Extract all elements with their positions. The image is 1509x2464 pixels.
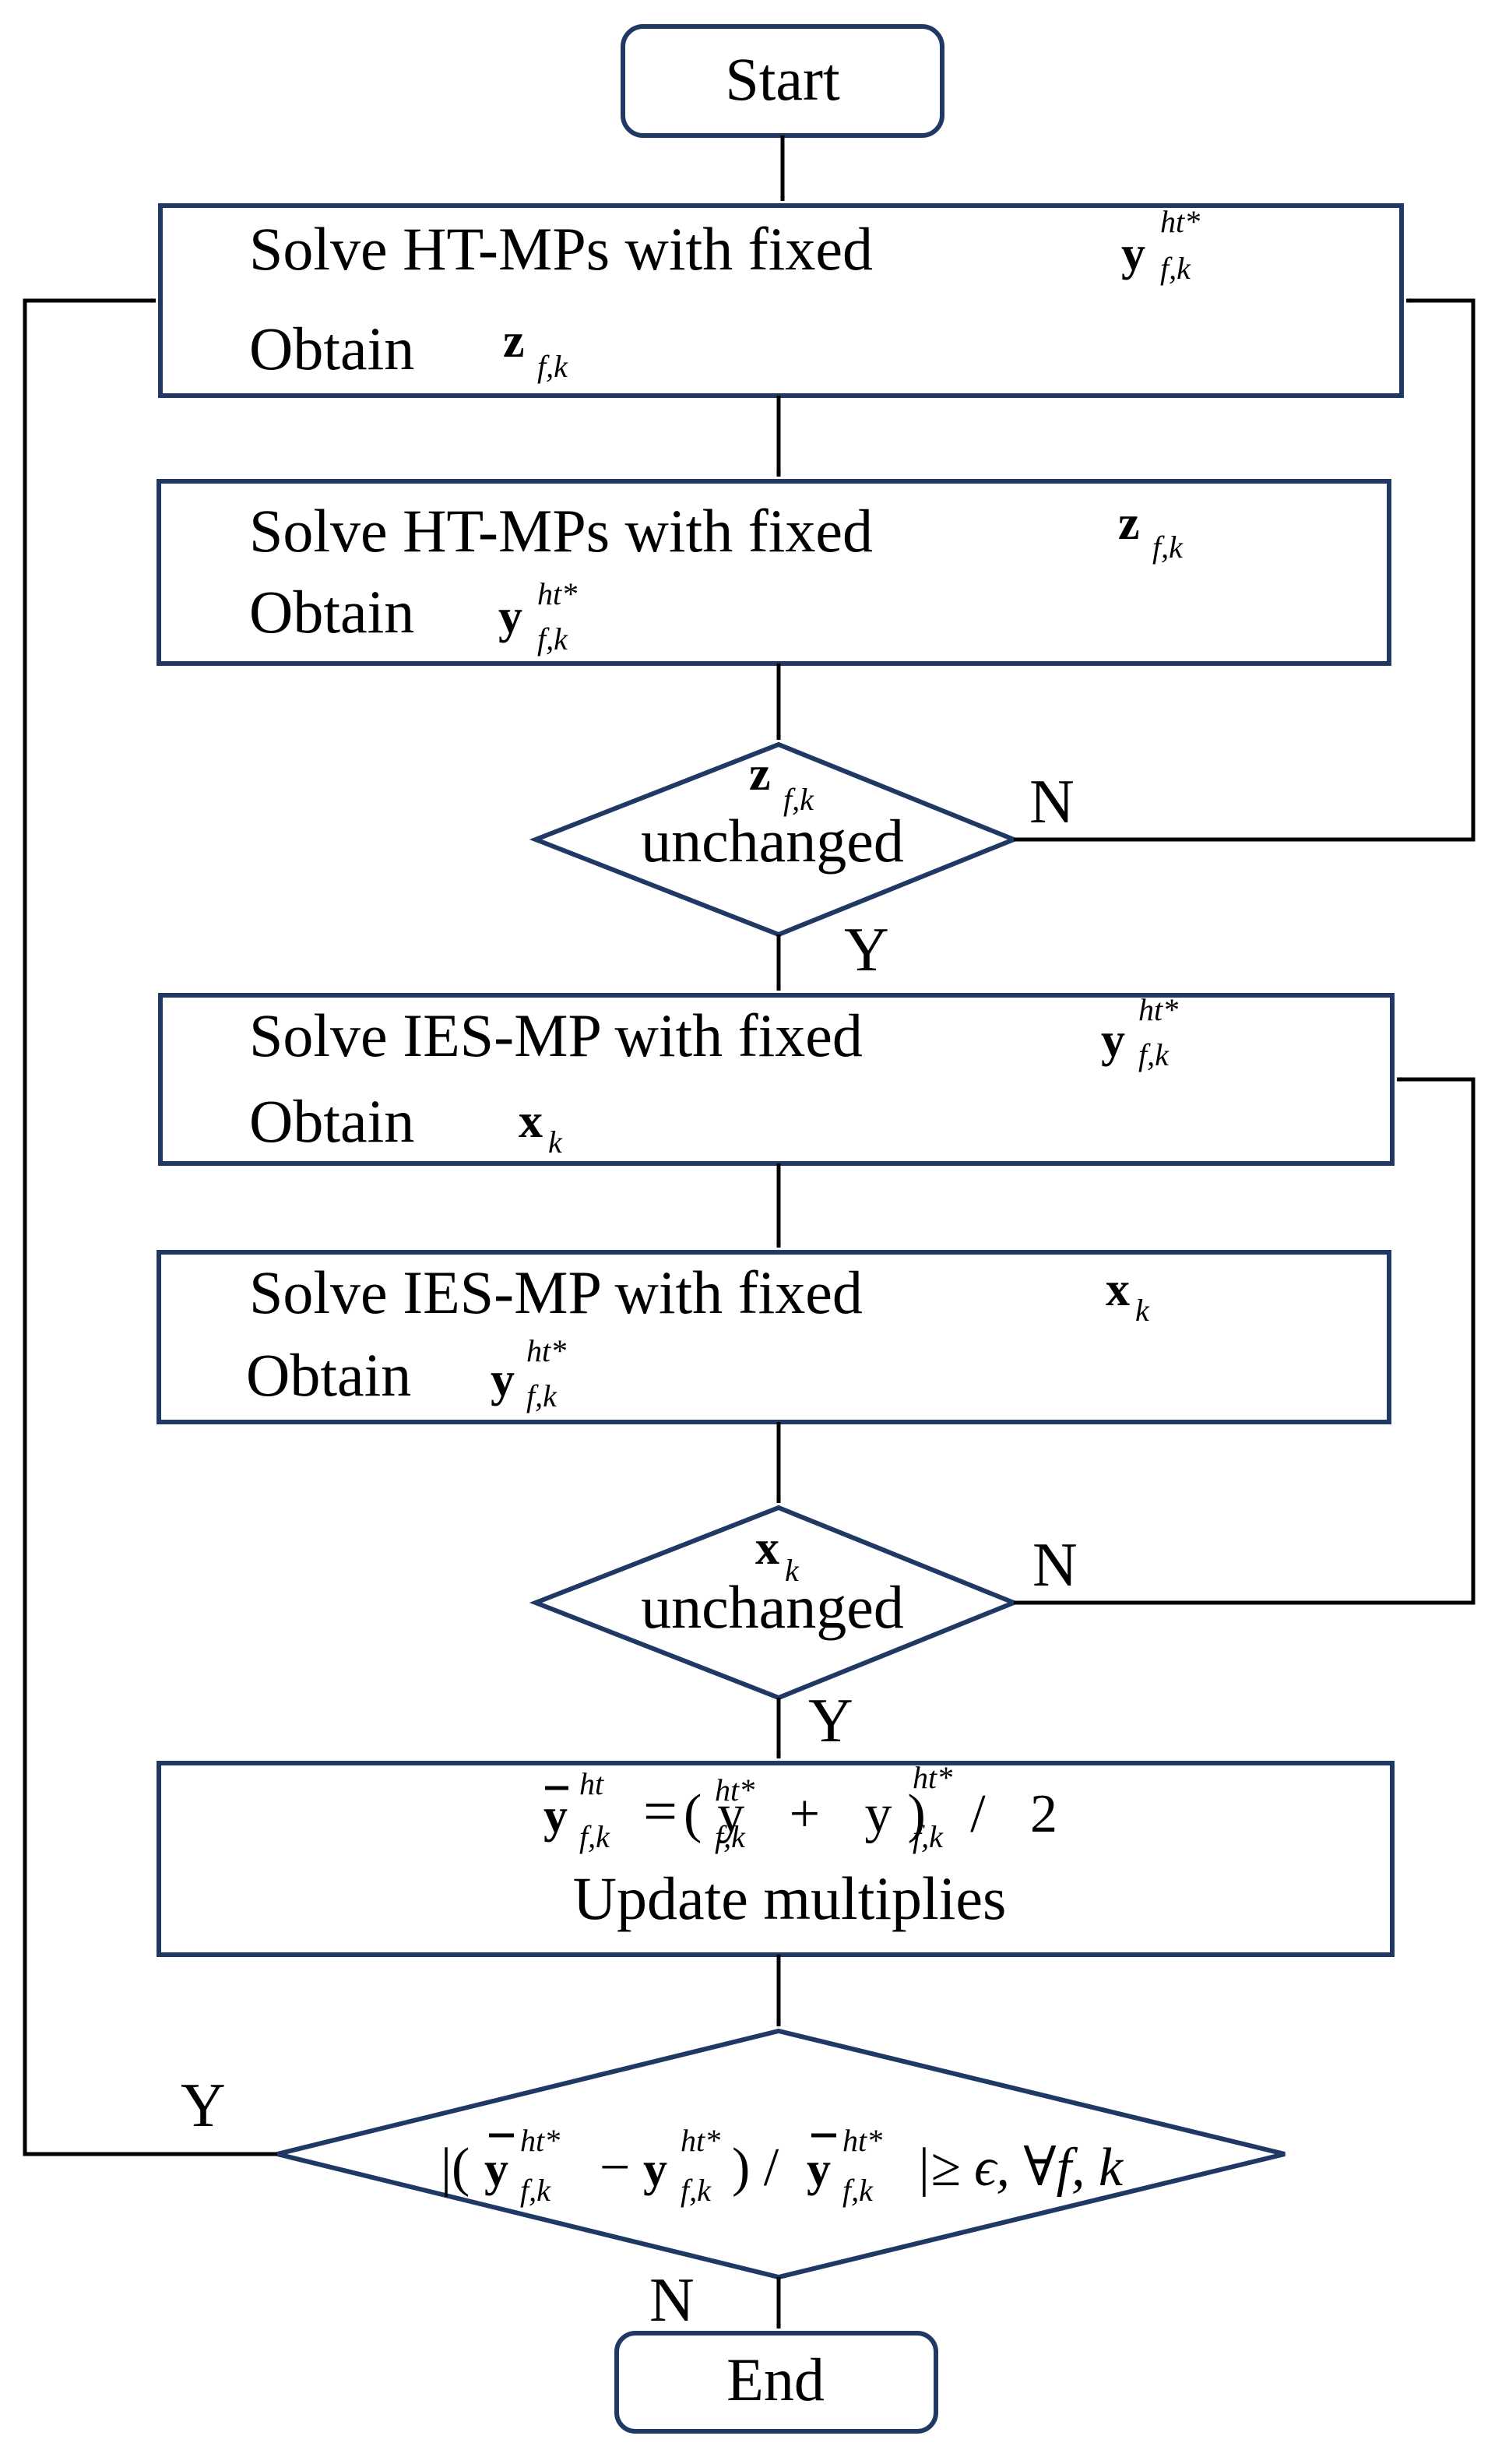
svg-text:=: =: [643, 1777, 677, 1845]
ies-check-no-label: N: [1032, 1531, 1078, 1600]
ies-solve-2-line1: Solve IES-MP with fixed: [249, 1258, 863, 1326]
end-terminal: [614, 2331, 938, 2434]
svg-text:x: x: [1106, 1263, 1130, 1316]
svg-text:f,k: f,k: [913, 1819, 944, 1854]
svg-text:ht*: ht*: [715, 1772, 754, 1808]
ies-check-no-loop: [1014, 1077, 1476, 1605]
svg-text:f,k: f,k: [783, 782, 814, 817]
svg-text:y: y: [543, 1790, 568, 1843]
svg-text:y: y: [498, 590, 522, 643]
svg-text:ht*: ht*: [1160, 204, 1200, 239]
svg-text:f,k: f,k: [1152, 530, 1184, 565]
ht-solve-2-line1: Solve HT-MPs with fixed: [249, 497, 873, 565]
ies-check-var-x: x k: [755, 1522, 800, 1588]
svg-text:ht*: ht*: [537, 576, 577, 611]
ht-check-no-loop: [1014, 298, 1476, 842]
svg-text:ht*: ht*: [526, 1333, 566, 1368]
svg-text:ht*: ht*: [520, 2123, 560, 2158]
svg-text:k: k: [548, 1125, 563, 1160]
start-label: Start: [725, 45, 840, 113]
svg-text:y: y: [1121, 227, 1145, 280]
svg-text:f,k: f,k: [520, 2173, 551, 2208]
ht-solve-2-box: [157, 479, 1391, 666]
ht-check-var-z: z f,k: [749, 748, 814, 817]
svg-text:f,k: f,k: [715, 1819, 746, 1854]
svg-text:z: z: [503, 315, 525, 368]
ht-solve-1-var-z: z f,k: [503, 315, 568, 384]
svg-text:f,k: f,k: [526, 1378, 558, 1413]
ht-solve-2-line2: Obtain: [249, 578, 414, 646]
end-label: End: [726, 2346, 825, 2413]
svg-text:f,k: f,k: [537, 621, 568, 656]
svg-text:ht*: ht*: [913, 1760, 952, 1795]
ht-solve-1-box: [158, 203, 1404, 398]
svg-text:−: −: [600, 2138, 630, 2198]
svg-text:f,k: f,k: [842, 2173, 874, 2208]
svg-text:ht*: ht*: [681, 2123, 720, 2158]
svg-text:y: y: [807, 2143, 831, 2196]
svg-text:y: y: [491, 1353, 515, 1406]
svg-text:f,k: f,k: [537, 349, 568, 384]
svg-text:|≥ ϵ, ∀f, k: |≥ ϵ, ∀f, k: [916, 2138, 1124, 2198]
ies-solve-2-box: [157, 1250, 1391, 1424]
converge-check-no-label: N: [649, 2266, 695, 2335]
svg-text:f,k: f,k: [1160, 251, 1191, 286]
ies-solve-1-var-x: x k: [519, 1095, 563, 1160]
ies-check-yes-label: Y: [808, 1687, 853, 1755]
svg-text:) /: ) /: [732, 2138, 779, 2198]
svg-text:|(: |(: [441, 2138, 470, 2198]
ies-solve-2-var-y: y ht* f,k: [491, 1333, 566, 1413]
svg-text:f,k: f,k: [579, 1819, 610, 1854]
ht-check-no-label: N: [1029, 768, 1075, 836]
converge-check-diamond: [276, 2028, 1286, 2280]
ht-check-label: unchanged: [641, 807, 904, 875]
converge-check-yes-loop: [23, 298, 277, 2156]
ies-solve-1-line1: Solve IES-MP with fixed: [249, 1001, 863, 1069]
ies-solve-1-line2: Obtain: [249, 1087, 414, 1155]
svg-text:y: y: [1101, 1014, 1125, 1067]
svg-text:x: x: [519, 1095, 543, 1148]
converge-check-condition: |( y ht* f,k − y ht* f,k ) / y ht* f,k |…: [441, 2123, 1124, 2208]
ht-solve-2-var-z: z f,k: [1118, 497, 1184, 565]
ies-solve-1-var-y: y ht* f,k: [1101, 992, 1178, 1072]
svg-text:z: z: [1118, 497, 1140, 550]
ht-solve-1-var-y: y ht* f,k: [1121, 204, 1200, 286]
ht-solve-1-line1: Solve HT-MPs with fixed: [249, 215, 873, 283]
ies-check-label: unchanged: [641, 1573, 904, 1641]
ies-solve-1-box: [158, 993, 1395, 1166]
converge-check-yes-label: Y: [181, 2072, 226, 2140]
svg-text:x: x: [755, 1522, 779, 1575]
svg-text:k: k: [1135, 1293, 1150, 1328]
svg-text:ht*: ht*: [842, 2123, 882, 2158]
svg-text:k: k: [785, 1553, 800, 1588]
ies-solve-2-line2: Obtain: [246, 1341, 411, 1409]
ht-solve-1-line2: Obtain: [249, 315, 414, 382]
svg-text:y: y: [643, 2143, 667, 2196]
svg-text:ht: ht: [579, 1766, 604, 1801]
update-label: Update multiplies: [573, 1864, 1007, 1932]
ies-solve-2-var-x: x k: [1106, 1263, 1150, 1328]
update-box: [157, 1761, 1395, 1957]
ht-solve-2-var-y: y ht* f,k: [498, 576, 577, 656]
ht-check-yes-label: Y: [844, 916, 889, 984]
svg-text:f,k: f,k: [681, 2173, 712, 2208]
svg-text:z: z: [749, 748, 771, 801]
svg-text:f,k: f,k: [1138, 1037, 1170, 1072]
svg-text:ht*: ht*: [1138, 992, 1178, 1027]
svg-text:y: y: [484, 2143, 508, 2196]
